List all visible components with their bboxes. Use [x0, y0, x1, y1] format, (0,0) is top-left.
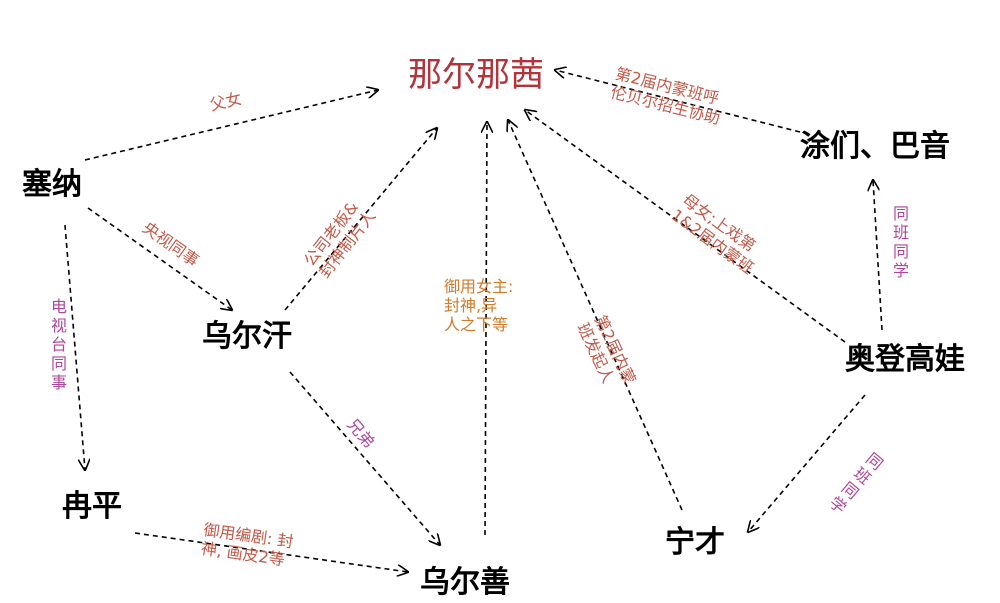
- node-aodenggaowa: 奥登高娃: [845, 342, 965, 377]
- edge-tumen-to-nalnaxi: [555, 70, 801, 133]
- node-ranping: 冉平: [62, 489, 122, 524]
- label-dianshitai-tongshi: 电视台同事: [48, 298, 67, 393]
- node-wuerhan: 乌尔汗: [202, 319, 292, 354]
- edge-ningcai-to-nalnaxi: [508, 120, 683, 511]
- edge-aodenggaowa-to-tumen: [873, 180, 883, 331]
- node-wuershan: 乌尔善: [420, 565, 510, 600]
- node-ningcai: 宁才: [665, 525, 725, 560]
- edge-wuerhan-to-nalnaxi: [284, 128, 437, 311]
- node-saina: 塞纳: [22, 167, 82, 202]
- label-tongban-tongxue-1: 同班同学: [890, 205, 909, 281]
- edge-wuerhan-to-wuershan: [289, 371, 440, 545]
- label-yuyong-nvzhu: 御用女主: 封神,异 人之下等: [444, 277, 514, 334]
- edge-aodenggaowa-to-nalnaxi: [525, 110, 846, 343]
- edge-saina-to-wuerhan: [87, 207, 232, 310]
- edge-ranping-to-wuershan: [134, 532, 408, 572]
- edge-wuershan-to-nalnaxi: [485, 122, 487, 536]
- node-nalnaxi: 那尔那茜: [408, 55, 544, 95]
- edge-aodenggaowa-to-ningcai: [748, 394, 866, 532]
- node-tumen-bayin: 涂们、巴音: [800, 129, 950, 164]
- edge-saina-to-ranping: [64, 224, 85, 470]
